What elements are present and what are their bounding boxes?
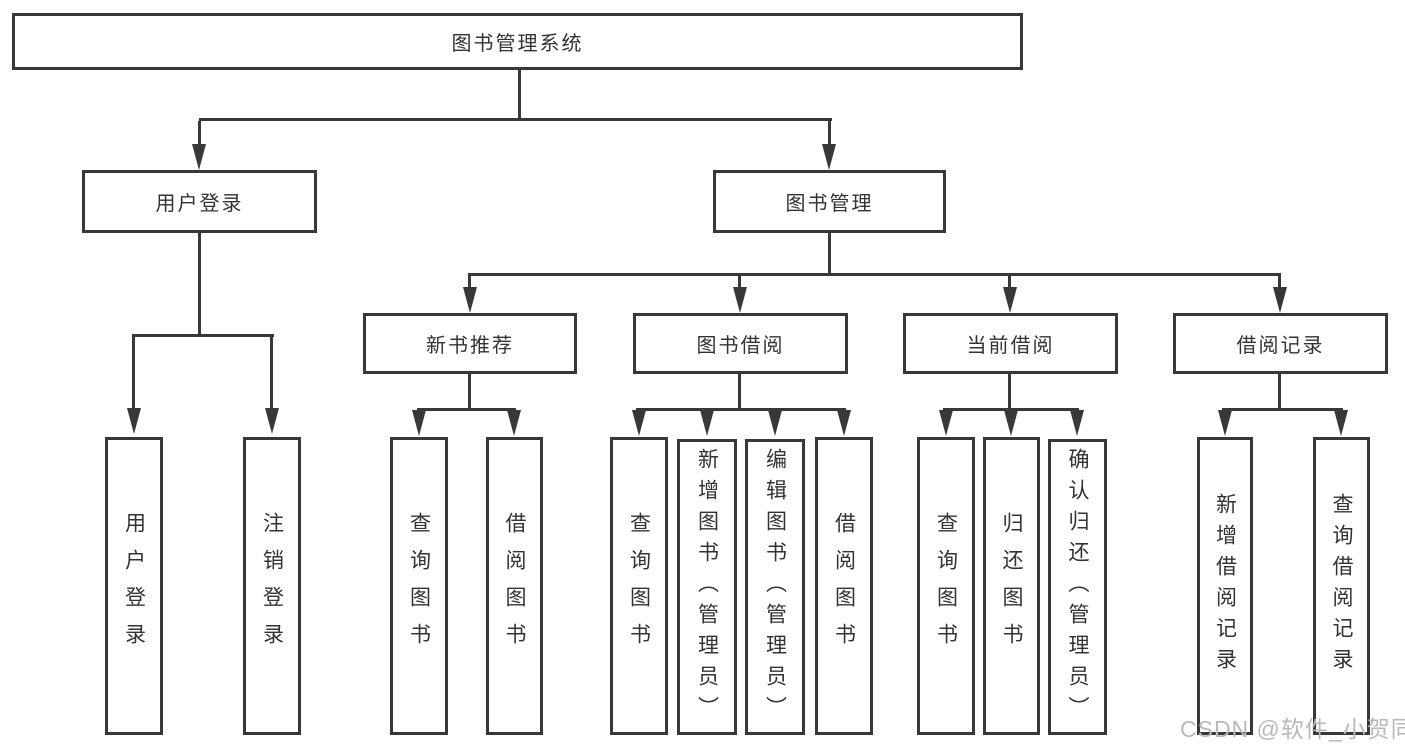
leaf-current-confirm-label: 确认归还（管理员）	[1066, 447, 1089, 727]
arrowhead	[1003, 287, 1017, 313]
connector-line	[828, 233, 831, 273]
arrowhead	[939, 410, 953, 436]
arrowhead	[1218, 410, 1232, 436]
leaf-logout: 注销登录	[243, 437, 301, 735]
connector-line	[828, 121, 831, 144]
node-new-book-rec-label: 新书推荐	[426, 335, 514, 357]
leaf-record-query-label: 查询借阅记录	[1330, 493, 1353, 679]
leaf-logout-label: 注销登录	[260, 512, 284, 660]
leaf-current-query-label: 查询图书	[934, 512, 958, 660]
arrowhead	[192, 144, 206, 170]
arrowhead	[265, 408, 279, 434]
leaf-current-confirm: 确认归还（管理员）	[1048, 439, 1107, 735]
connector-line	[468, 276, 471, 288]
arrowhead	[768, 410, 782, 436]
leaf-borrow-query: 查询图书	[610, 437, 668, 735]
leaf-borrow-add-label: 新增图书（管理员）	[695, 447, 719, 727]
leaf-current-query: 查询图书	[917, 437, 975, 735]
node-root: 图书管理系统	[12, 13, 1023, 70]
arrowhead	[463, 287, 477, 313]
node-root-label: 图书管理系统	[451, 33, 584, 55]
node-book-mgmt: 图书管理	[713, 170, 946, 233]
arrowhead	[733, 287, 747, 313]
node-borrow-record: 借阅记录	[1173, 313, 1388, 374]
connector-line	[1008, 374, 1011, 408]
leaf-record-add: 新增借阅记录	[1197, 437, 1253, 735]
leaf-borrow-edit-label: 编辑图书（管理员）	[763, 447, 787, 727]
leaf-record-query: 查询借阅记录	[1313, 437, 1370, 735]
connector-line	[1008, 276, 1011, 288]
connector-line	[636, 408, 846, 411]
connector-line	[738, 276, 741, 288]
connector-line	[738, 374, 741, 408]
arrowhead	[412, 410, 426, 436]
connector-line	[198, 233, 201, 334]
arrowhead	[127, 408, 141, 434]
arrowhead	[1334, 410, 1348, 436]
leaf-borrow-query-label: 查询图书	[627, 512, 651, 660]
node-current-borrow-label: 当前借阅	[966, 335, 1055, 357]
connector-line	[132, 337, 135, 408]
connector-line	[198, 121, 201, 144]
arrowhead	[1273, 287, 1287, 313]
arrowhead	[1070, 410, 1084, 436]
connector-line	[417, 408, 516, 411]
connector-line	[1278, 276, 1281, 288]
leaf-current-return-label: 归还图书	[1000, 512, 1023, 660]
connector-line	[518, 70, 521, 118]
connector-line	[468, 273, 1281, 276]
leaf-record-add-label: 新增借阅记录	[1213, 493, 1237, 679]
arrowhead	[700, 410, 714, 436]
connector-line	[1278, 374, 1281, 408]
node-user-login: 用户登录	[82, 170, 317, 233]
leaf-newbook-query-label: 查询图书	[407, 512, 431, 660]
leaf-newbook-query: 查询图书	[390, 437, 448, 735]
node-book-borrow-label: 图书借阅	[696, 335, 785, 357]
node-user-login-label: 用户登录	[155, 193, 244, 215]
leaf-newbook-borrow: 借阅图书	[486, 437, 543, 735]
arrowhead	[837, 410, 851, 436]
arrowhead	[1004, 410, 1018, 436]
node-book-mgmt-label: 图书管理	[785, 193, 874, 215]
leaf-newbook-borrow-label: 借阅图书	[503, 512, 526, 660]
arrowhead	[632, 410, 646, 436]
connector-line	[468, 374, 471, 408]
connector-line	[1222, 408, 1343, 411]
connector-line	[132, 334, 274, 337]
connector-line	[943, 408, 1079, 411]
leaf-borrow-borrow: 借阅图书	[815, 437, 873, 735]
leaf-borrow-add: 新增图书（管理员）	[677, 439, 737, 735]
leaf-borrow-borrow-label: 借阅图书	[832, 512, 856, 660]
csdn-watermark: CSDN @软件_小贺同学	[1180, 716, 1405, 742]
leaf-user-login: 用户登录	[105, 437, 163, 735]
node-book-borrow: 图书借阅	[633, 313, 848, 374]
node-current-borrow: 当前借阅	[903, 313, 1118, 374]
connector-line	[199, 118, 832, 121]
leaf-borrow-edit: 编辑图书（管理员）	[745, 439, 805, 735]
leaf-user-login-label: 用户登录	[122, 512, 146, 660]
node-borrow-record-label: 借阅记录	[1236, 335, 1325, 357]
arrowhead	[507, 410, 521, 436]
arrowhead	[822, 144, 836, 170]
connector-line	[270, 337, 273, 408]
leaf-current-return: 归还图书	[983, 437, 1040, 735]
node-new-book-rec: 新书推荐	[363, 313, 577, 374]
